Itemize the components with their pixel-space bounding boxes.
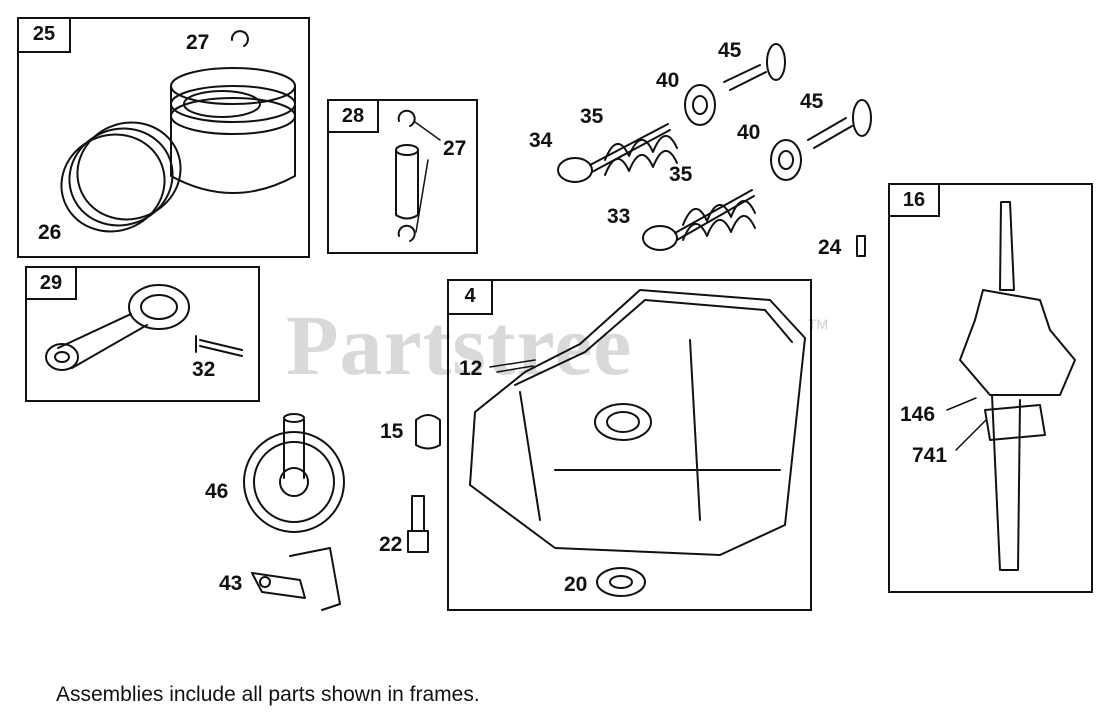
- governor-gear-drawing: [243, 413, 345, 533]
- callout-33-intake-valve: 33: [607, 205, 631, 228]
- callout-43-governor-shaft: 43: [219, 572, 243, 595]
- callout-20-oil-seal: 20: [564, 573, 588, 596]
- callout-35-spring-bottom: 35: [669, 163, 693, 186]
- callout-45-valve-top: 45: [718, 39, 742, 62]
- spring-retainers-drawing: [684, 84, 802, 181]
- watermark: Partstree: [286, 297, 633, 393]
- callout-22-sump-bolt: 22: [379, 533, 403, 556]
- oil-seal-drawing: [596, 567, 646, 597]
- callout-40-retainer-top: 40: [656, 69, 680, 92]
- frame-sump-assembly: 4: [447, 279, 812, 611]
- callout-12-gasket: 12: [459, 357, 483, 380]
- callout-24-valve-key: 24: [818, 236, 842, 259]
- sump-bolt-drawing: [407, 495, 429, 553]
- callout-27-wrist-pin-clip: 27: [443, 137, 467, 160]
- frame-wrist-pin-assembly: 28: [327, 99, 478, 254]
- assemblies-note: Assemblies include all parts shown in fr…: [56, 683, 480, 706]
- frame-number-4: 4: [447, 279, 493, 315]
- callout-40-retainer-bottom: 40: [737, 121, 761, 144]
- frame-crankshaft-assembly: 16: [888, 183, 1093, 593]
- wrist-pin-drawing: [395, 109, 441, 242]
- frame-number-25: 25: [17, 17, 71, 53]
- callout-26-piston-rings: 26: [38, 221, 62, 244]
- valve-key-drawing: [856, 235, 866, 257]
- frame-number-16: 16: [888, 183, 940, 217]
- frame-number-28: 28: [327, 99, 379, 133]
- callout-34-exhaust-valve: 34: [529, 129, 553, 152]
- piston-drawing: [170, 30, 296, 194]
- valves-drawing: [557, 43, 872, 251]
- crankshaft-drawing: [946, 201, 1076, 571]
- callout-146-key: 146: [900, 403, 936, 426]
- sump-drawing: [469, 289, 806, 556]
- oil-fill-plug-drawing: [415, 414, 441, 450]
- frame-connecting-rod-assembly: 29: [25, 266, 260, 402]
- callout-46-governor-gear: 46: [205, 480, 229, 503]
- callout-35-spring-top: 35: [580, 105, 604, 128]
- valve-springs-drawing: [604, 135, 756, 241]
- connecting-rod-drawing: [45, 284, 243, 371]
- piston-rings-drawing: [60, 121, 182, 233]
- governor-shaft-drawing: [251, 547, 341, 611]
- callout-741-timing-gear: 741: [912, 444, 948, 467]
- frame-piston-assembly: 25: [17, 17, 310, 258]
- callout-27-ring-clip: 27: [186, 31, 210, 54]
- callout-15-oil-plug: 15: [380, 420, 404, 443]
- trademark-mark: TM: [808, 316, 829, 332]
- callout-45-valve-bottom: 45: [800, 90, 824, 113]
- callout-32-rod-bolt: 32: [192, 358, 216, 381]
- frame-number-29: 29: [25, 266, 77, 300]
